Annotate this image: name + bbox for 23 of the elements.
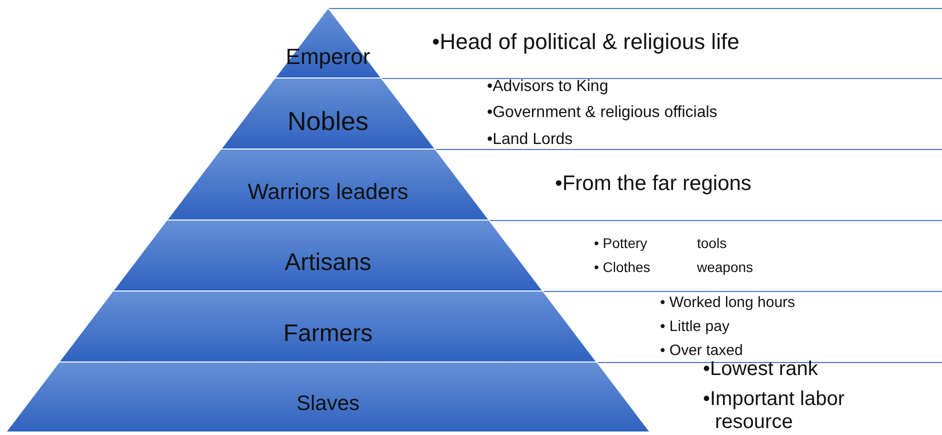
bullet-text: •Head of political & religious life — [432, 29, 740, 54]
bullet-text: •Government & religious officials — [487, 104, 718, 122]
bullet-text: • Over taxed — [660, 342, 743, 360]
bullet-text: •Advisors to King — [487, 78, 608, 96]
bullet-text: • Little pay — [660, 318, 730, 336]
tier-label: Artisans — [284, 249, 372, 278]
bullet-text: weapons — [697, 259, 754, 276]
pyramid-tier — [59, 291, 597, 362]
pyramid-tier — [6, 362, 650, 432]
pyramid-tier — [167, 149, 489, 220]
bullet-text: •Land Lords — [487, 131, 573, 150]
tier-label: Nobles — [286, 106, 370, 137]
bullet-text: tools — [697, 235, 727, 252]
tier-label: Warriors leaders — [246, 179, 410, 206]
bullet-text: •Important labor resource — [703, 388, 846, 434]
bullet-text: • Clothes — [594, 259, 650, 276]
pyramid-tier — [113, 220, 543, 291]
tier-label: Slaves — [295, 392, 361, 416]
bullet-text: •From the far regions — [555, 172, 752, 196]
bullet-text: •Lowest rank — [703, 358, 818, 381]
tier-label: Farmers — [282, 320, 374, 348]
bullet-text: • Worked long hours — [660, 294, 796, 312]
bullet-text: • Pottery — [594, 235, 648, 252]
